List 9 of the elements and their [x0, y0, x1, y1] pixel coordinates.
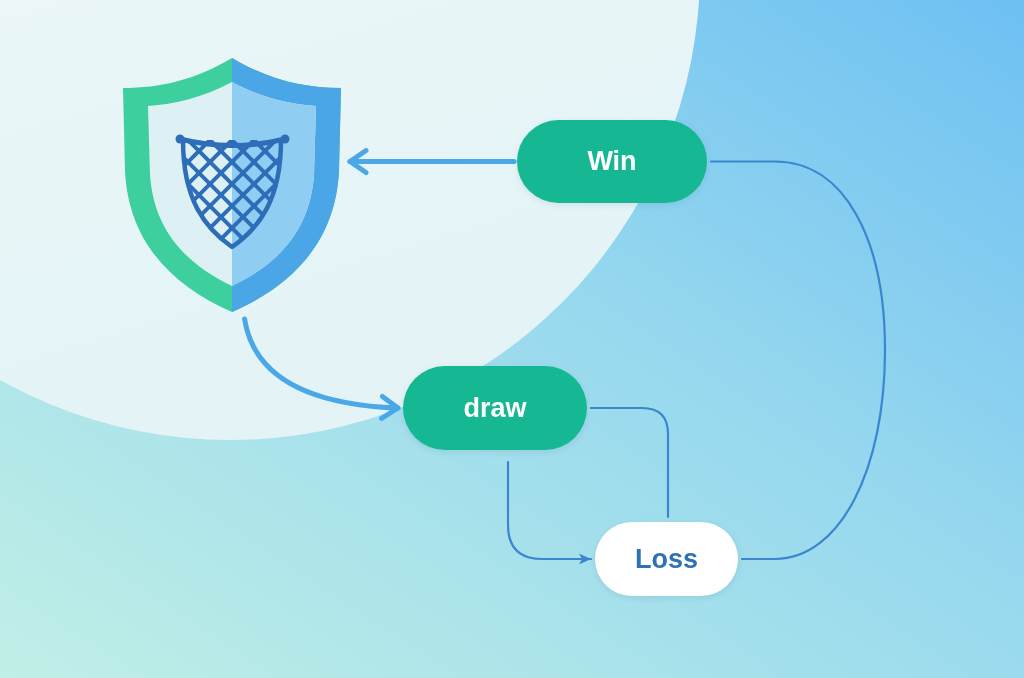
- node-label: draw: [463, 394, 527, 422]
- connector-line: [589, 406, 670, 519]
- node-label: Loss: [635, 545, 698, 573]
- process-pill: [517, 120, 707, 203]
- connector-line: [709, 160, 887, 561]
- arrow: [242, 316, 401, 421]
- arrow: [506, 460, 593, 565]
- arrow: [347, 148, 517, 175]
- node-label: Win: [587, 148, 637, 175]
